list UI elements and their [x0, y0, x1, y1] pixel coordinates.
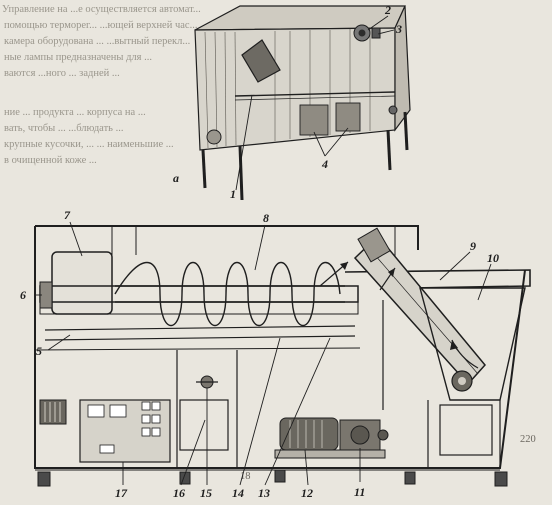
peeling-drum [51, 251, 113, 315]
callout-14: 14 [232, 486, 244, 500]
bg-fragment-18: 18 [240, 471, 251, 482]
callout-1: 1 [230, 187, 236, 201]
flow-arrow-2-head [388, 268, 395, 277]
callout-6: 6 [20, 288, 26, 302]
bg-line-5: ваются ...ного ... задней ... [4, 68, 120, 79]
callout-5: 5 [36, 344, 42, 358]
machine-exterior-view [194, 5, 411, 201]
flow-arrow-1-head [340, 262, 348, 270]
exterior-vent-grille-left [299, 104, 329, 136]
background-text: Управление на ...е осуществляется автома… [2, 4, 536, 482]
electrical-box [179, 399, 229, 451]
exterior-knob-1-center [358, 29, 366, 37]
feet [37, 469, 508, 487]
callout-labels: а 1 2 3 4 5 6 7 8 9 10 11 12 13 14 15 16… [20, 3, 499, 500]
bg-line-2: помощью терморег... ...ющей верхней час.… [4, 20, 197, 31]
bg-line-4: ные лампы предназначены для ... [4, 52, 152, 63]
exterior-porthole [206, 129, 222, 145]
frame-top [35, 225, 419, 250]
exterior-side-fitting [388, 105, 398, 115]
bg-fragment-220: 220 [520, 434, 536, 445]
left-motor [39, 399, 67, 425]
flow-arrow-3-head [450, 340, 458, 350]
callout-7: 7 [64, 208, 71, 222]
callout-16: 16 [173, 486, 185, 500]
exterior-knob-2 [371, 27, 381, 39]
bg-line-3: камера оборудована ... ...вытный перекл.… [4, 36, 190, 47]
gearbox-wheel [350, 425, 370, 445]
drive-motor-fins [289, 420, 323, 448]
bg-line-7: вать, чтобы ... ...блюдать ... [4, 123, 123, 134]
conveyor-drive-head [357, 227, 391, 263]
callout-13: 13 [258, 486, 270, 500]
heater-line-lower [44, 335, 356, 341]
control-panel-switches [87, 401, 161, 454]
motor-base [274, 449, 386, 459]
callout-17: 17 [115, 486, 128, 500]
right-compartment [439, 404, 493, 456]
conveyor-pulley-hub [458, 377, 466, 385]
leader-lines [36, 15, 492, 486]
drive-motor [279, 417, 339, 451]
callout-4: 4 [321, 157, 328, 171]
bg-line-1: Управление на ...е осуществляется автома… [2, 4, 201, 15]
exterior-panel-lines [204, 29, 371, 149]
callout-15: 15 [200, 486, 212, 500]
exterior-legs [201, 111, 409, 201]
callout-11: 11 [354, 485, 365, 499]
tank-rim [344, 269, 531, 289]
bg-line-9: в очищенной коже ... [4, 155, 97, 166]
callout-12: 12 [301, 486, 313, 500]
callout-8: 8 [263, 211, 269, 225]
bg-line-6: ние ... продукта ... корпуса на ... [4, 107, 146, 118]
bg-line-8: крупные кусочки, ... ... наименьшие ... [4, 139, 174, 150]
support-posts [176, 300, 501, 468]
exterior-loading-chute [241, 39, 281, 83]
callout-2: 2 [384, 3, 391, 17]
exterior-vent-grille-right [335, 102, 361, 132]
callout-9: 9 [470, 239, 476, 253]
frame-outline [34, 226, 526, 469]
gearbox-output [377, 429, 389, 441]
left-motor-fins [44, 402, 61, 422]
callout-10: 10 [487, 251, 499, 265]
machine-deck [34, 347, 361, 351]
heater-line-upper [44, 325, 356, 331]
auger-screw [114, 262, 345, 326]
callout-3: 3 [395, 22, 402, 36]
part-label-a: а [173, 171, 179, 185]
machine-schematic [34, 225, 531, 487]
